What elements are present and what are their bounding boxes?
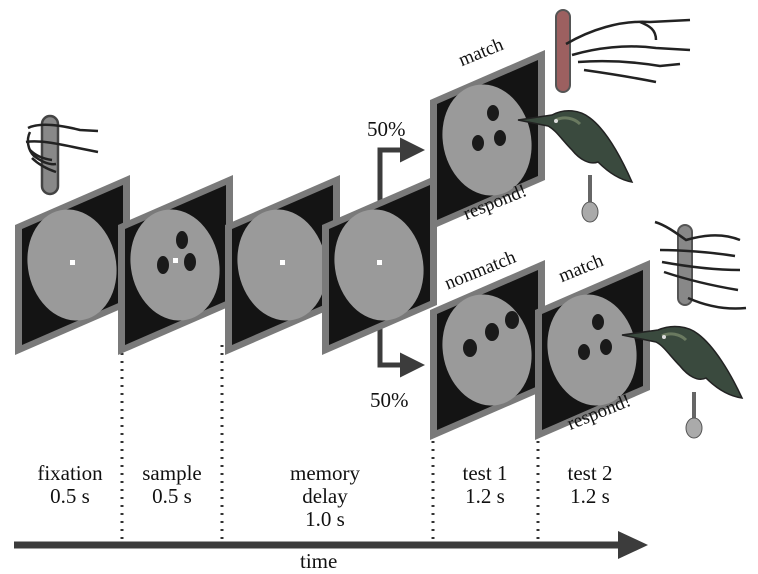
screen-sample [118, 175, 233, 355]
phase-fixation: fixation 0.5 s [20, 462, 120, 508]
crow-icon [517, 110, 634, 223]
phase-name: sample [142, 461, 202, 485]
phase-test2: test 2 1.2 s [545, 462, 635, 508]
phase-name: test 1 [462, 461, 508, 485]
hand-holding-bar-icon [25, 114, 99, 196]
phase-separators [120, 345, 540, 543]
phase-duration: 0.5 s [152, 484, 192, 508]
phase-duration: 0.5 s [50, 484, 90, 508]
phase-duration: 1.2 s [570, 484, 610, 508]
screen-test2-match [535, 260, 650, 440]
screen-delay-2 [322, 175, 437, 355]
phase-duration: 1.0 s [305, 507, 345, 531]
phase-name: delay [302, 484, 348, 508]
pct-bottom: 50% [370, 388, 409, 412]
phase-memory-delay: memory delay 1.0 s [270, 462, 380, 531]
phase-test1: test 1 1.2 s [440, 462, 530, 508]
screen-delay-1 [225, 175, 340, 355]
pct-top: 50% [367, 117, 406, 141]
phase-sample: sample 0.5 s [122, 462, 222, 508]
phase-duration: 1.2 s [465, 484, 505, 508]
phase-name: memory [290, 461, 360, 485]
phase-name: test 2 [567, 461, 613, 485]
time-axis-arrow [14, 531, 648, 559]
screen-fixation [15, 175, 130, 355]
screen-test1-match [430, 50, 545, 230]
hand-pressing-bar-icon [654, 220, 747, 310]
screen-test1-nonmatch [430, 260, 545, 440]
hand-pressing-bar-icon [555, 9, 691, 93]
time-axis-label: time [300, 549, 338, 573]
phase-name: fixation [37, 461, 103, 485]
crow-icon [621, 325, 744, 439]
